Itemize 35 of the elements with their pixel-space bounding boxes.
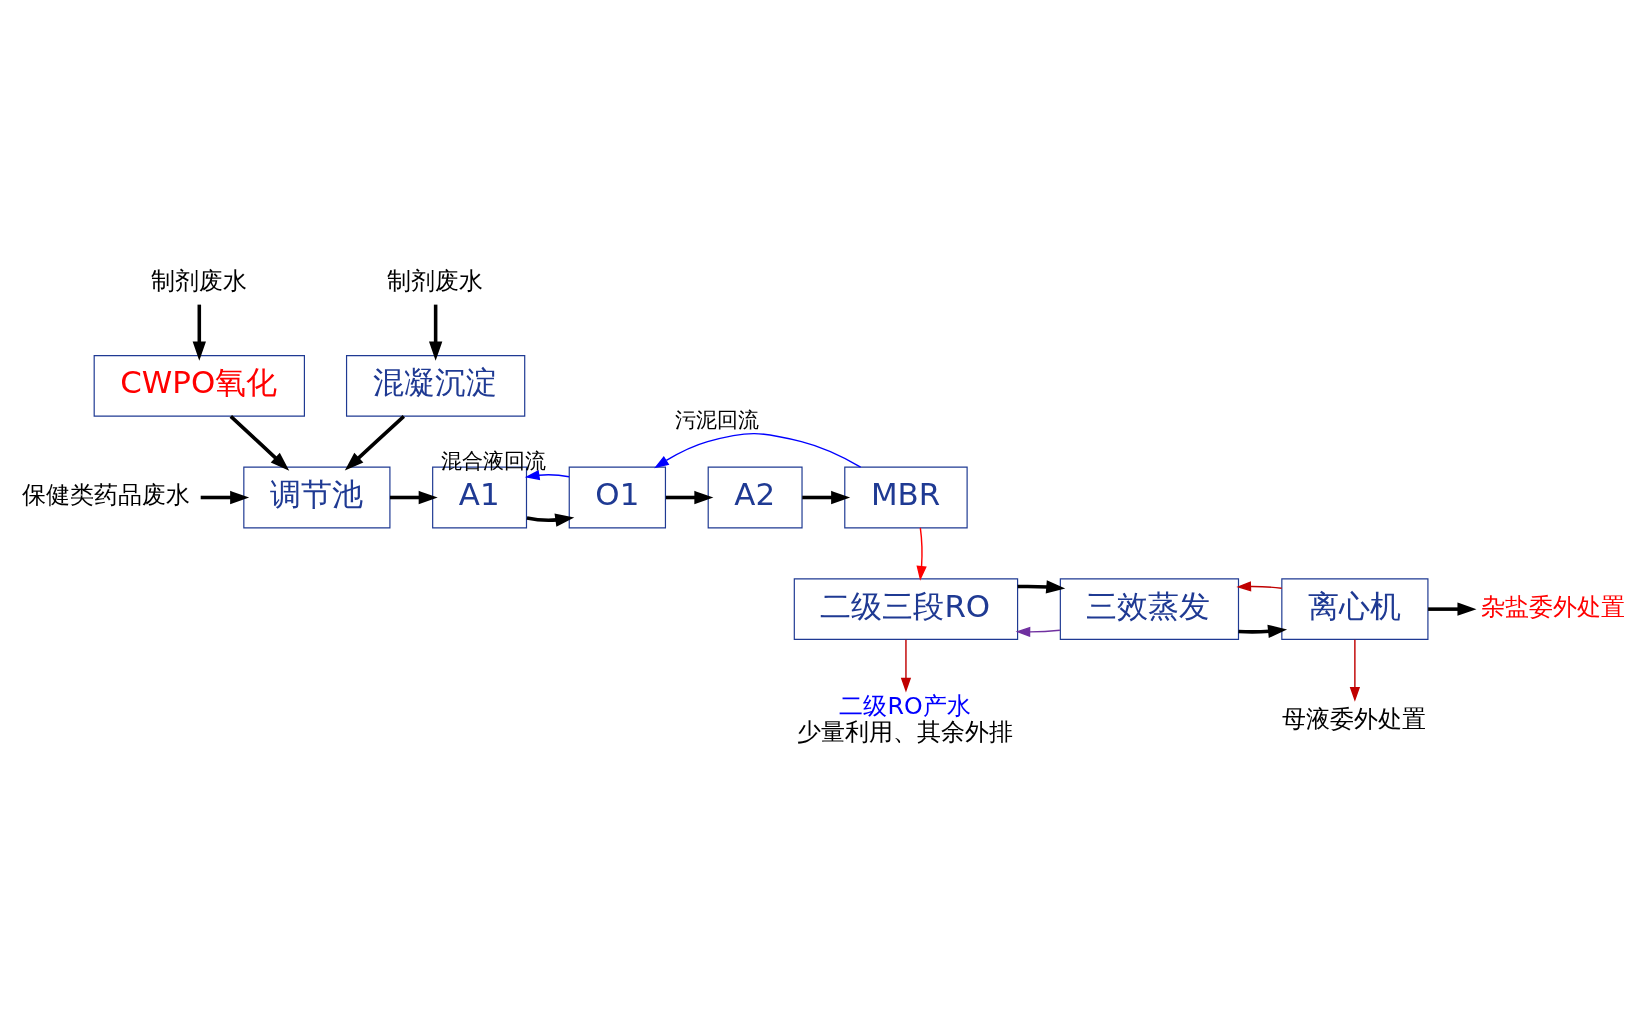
arrow bbox=[389, 490, 438, 505]
arrow bbox=[428, 304, 443, 361]
node-text: 保健类药品废水 bbox=[22, 481, 191, 510]
arrow bbox=[1238, 624, 1288, 638]
node-text: 二级RO产水 少量利用、其余外排 bbox=[797, 692, 1014, 747]
arrow bbox=[1349, 639, 1361, 702]
arrow bbox=[654, 432, 862, 469]
arrow bbox=[526, 513, 575, 527]
arrow bbox=[192, 304, 206, 361]
edge-label: 污泥回流 bbox=[675, 407, 760, 433]
arrow bbox=[802, 490, 851, 505]
arrow bbox=[665, 490, 714, 505]
node-box: 离心机 bbox=[1281, 578, 1429, 640]
arrow bbox=[344, 415, 405, 471]
node-text: 制剂废水 bbox=[386, 267, 483, 296]
arrow bbox=[1428, 602, 1477, 616]
arrow bbox=[916, 527, 927, 581]
node-box: 三效蒸发 bbox=[1059, 578, 1240, 640]
node-box: A2 bbox=[707, 466, 803, 529]
node-box: 二级三段RO bbox=[793, 578, 1019, 640]
arrow bbox=[1236, 581, 1283, 592]
node-text: 母液委外处置 bbox=[1282, 705, 1427, 734]
node-box: 调节池 bbox=[243, 466, 391, 529]
node-text: 制剂废水 bbox=[150, 267, 247, 296]
node-box: CWPO氧化 bbox=[93, 354, 305, 417]
arrow bbox=[229, 415, 290, 471]
node-box: 混凝沉淀 bbox=[345, 354, 526, 417]
arrow bbox=[900, 639, 912, 693]
arrow bbox=[1017, 580, 1066, 594]
arrow bbox=[1015, 626, 1061, 637]
node-box: O1 bbox=[568, 466, 667, 529]
node-text: 杂盐委外处置 bbox=[1480, 593, 1625, 622]
arrow bbox=[200, 490, 250, 505]
node-box: MBR bbox=[844, 466, 968, 529]
arrow bbox=[524, 470, 570, 481]
